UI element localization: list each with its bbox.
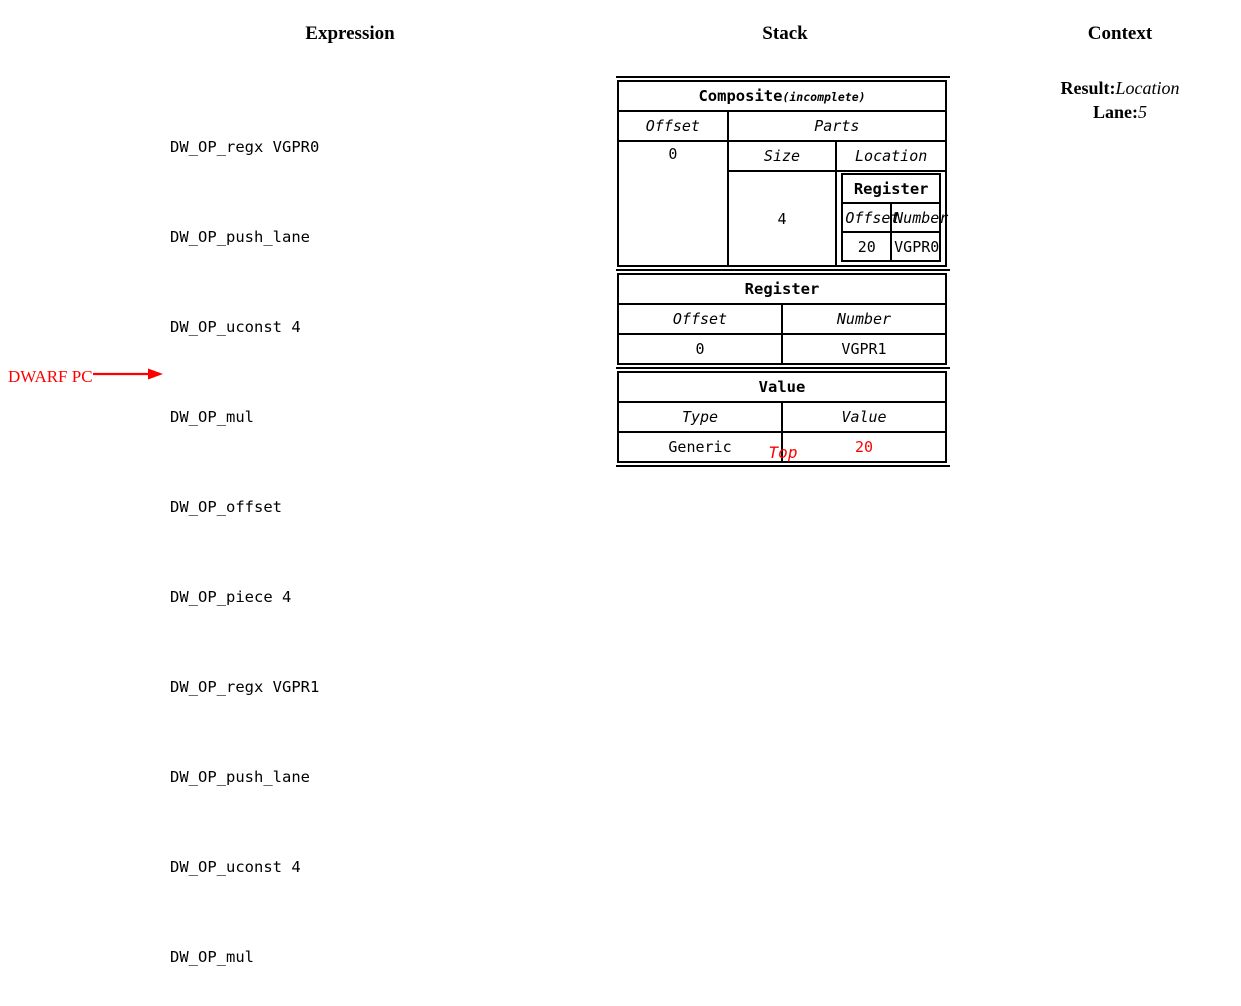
nested-register-title: Register bbox=[842, 174, 940, 204]
nested-register-number-field: Number bbox=[891, 203, 948, 233]
list-item: DW_OP_regx VGPR0 bbox=[170, 138, 320, 156]
stack-column: Composite(incomplete) Offset Parts 0 Siz… bbox=[616, 76, 950, 467]
list-item: DW_OP_regx VGPR1 bbox=[170, 678, 320, 696]
expression-operation-list: DW_OP_regx VGPR0 DW_OP_push_lane DW_OP_u… bbox=[170, 72, 319, 1006]
page-title-stack: Stack bbox=[762, 23, 808, 44]
list-item: DW_OP_piece 4 bbox=[170, 588, 292, 606]
register-offset-field: Offset bbox=[619, 304, 783, 335]
composite-offset-field: Offset bbox=[619, 111, 729, 142]
dwarf-pc-marker: DWARF PC bbox=[8, 364, 165, 388]
context-value-result: Location bbox=[1115, 78, 1180, 98]
context-key-lane: Lane: bbox=[1093, 102, 1138, 122]
stack-entry-composite[interactable]: Composite(incomplete) Offset Parts 0 Siz… bbox=[617, 80, 948, 267]
list-item: DW_OP_uconst 4 bbox=[170, 318, 301, 336]
context-block: Result:Location Lane:5 bbox=[1000, 76, 1240, 124]
stack-entry-register[interactable]: Register Offset Number 0 VGPR1 bbox=[617, 273, 947, 365]
nested-register-offset-field: Offset bbox=[842, 203, 900, 233]
value-type-value: Generic bbox=[619, 432, 783, 461]
nested-register-table: Register Offset Number 20 VGPR0 bbox=[841, 173, 948, 262]
context-key-result: Result: bbox=[1060, 78, 1116, 98]
register-number-field: Number bbox=[782, 304, 945, 335]
arrow-right-icon bbox=[92, 366, 165, 387]
register-title: Register bbox=[619, 275, 945, 305]
page-title-context: Context bbox=[1087, 23, 1153, 44]
context-value-lane: 5 bbox=[1138, 102, 1147, 122]
composite-title: Composite(incomplete) bbox=[619, 82, 945, 112]
list-item: DW_OP_uconst 4 bbox=[170, 858, 301, 876]
list-item: DW_OP_offset bbox=[170, 498, 282, 516]
page-title-expression: Expression bbox=[305, 23, 395, 44]
stack-divider bbox=[616, 269, 950, 271]
composite-parts-field: Parts bbox=[727, 111, 945, 142]
composite-location-value: Register Offset Number 20 VGPR0 bbox=[836, 171, 948, 265]
value-value-value: 20 bbox=[854, 438, 874, 456]
list-item: DW_OP_push_lane bbox=[170, 228, 310, 246]
list-item: DW_OP_mul bbox=[170, 408, 254, 426]
nested-register-number-value: VGPR0 bbox=[894, 237, 940, 256]
composite-title-text: Composite bbox=[698, 87, 783, 105]
value-title: Value bbox=[619, 373, 945, 403]
composite-offset-value: 0 bbox=[619, 141, 729, 265]
list-item: DW_OP_push_lane bbox=[170, 768, 310, 786]
value-type-field: Type bbox=[619, 402, 783, 433]
list-item: DW_OP_mul bbox=[170, 948, 254, 966]
value-value-field: Value bbox=[782, 402, 945, 433]
composite-size-field: Size bbox=[727, 141, 838, 172]
stack-divider bbox=[616, 76, 950, 78]
composite-title-suffix: (incomplete) bbox=[782, 90, 866, 104]
stack-top-label: Top bbox=[768, 443, 798, 462]
composite-size-value: 4 bbox=[727, 171, 838, 265]
stack-divider bbox=[616, 465, 950, 467]
nested-register-offset-value: 20 bbox=[842, 232, 893, 261]
register-number-value: VGPR1 bbox=[841, 340, 887, 358]
context-row-result: Result:Location bbox=[1000, 76, 1240, 100]
dwarf-pc-label: DWARF PC bbox=[8, 366, 93, 386]
stack-divider bbox=[616, 367, 950, 369]
context-row-lane: Lane:5 bbox=[1000, 100, 1240, 124]
stack-entry-value[interactable]: Value Type Value Generic 20 bbox=[617, 371, 947, 463]
register-offset-value: 0 bbox=[619, 334, 783, 363]
composite-location-field: Location bbox=[836, 141, 945, 172]
